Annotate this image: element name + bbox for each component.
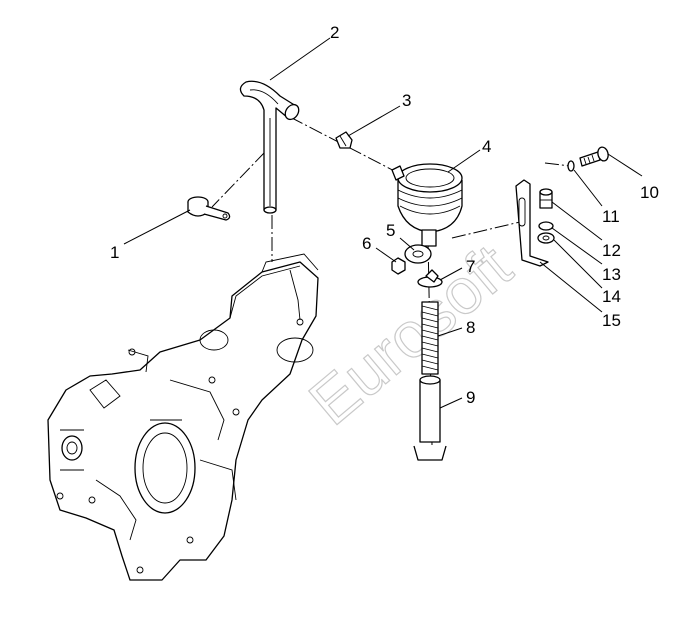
callout-8: 8: [466, 318, 475, 337]
callout-9: 9: [466, 388, 475, 407]
callout-5: 5: [386, 221, 395, 240]
callout-14: 14: [602, 287, 621, 306]
callout-15: 15: [602, 311, 621, 330]
part-9-hose: [413, 375, 447, 461]
callout-4: 4: [482, 137, 491, 156]
callout-3: 3: [402, 91, 411, 110]
part-2-bent-pipe: [239, 80, 300, 214]
callout-numbers: 1 2 3 4 5 6 7 8 9 10 11 12 13 14 15: [110, 23, 659, 407]
callout-7: 7: [466, 257, 475, 276]
callout-1: 1: [110, 243, 119, 262]
callout-6: 6: [362, 234, 371, 253]
part-12-screw: [539, 188, 553, 209]
part-1-clamp: [187, 196, 231, 221]
callout-12: 12: [602, 241, 621, 260]
callout-11: 11: [602, 207, 620, 226]
part-5-washer: [404, 244, 432, 264]
leader-lines: [123, 37, 643, 409]
part-15-bracket: [515, 179, 549, 267]
part-3-clip: [335, 131, 353, 149]
part-4-housing: [391, 163, 463, 247]
part-13-washer: [538, 221, 554, 231]
part-14-washer: [537, 232, 555, 244]
part-10-bolt: [579, 146, 609, 167]
part-7-hose-clamp: [417, 269, 443, 288]
callout-13: 13: [602, 265, 621, 284]
gear-housing: [47, 253, 319, 581]
part-11-washer: [567, 160, 575, 172]
callout-10: 10: [640, 183, 659, 202]
callout-2: 2: [330, 23, 339, 42]
part-8-spring: [421, 301, 439, 375]
